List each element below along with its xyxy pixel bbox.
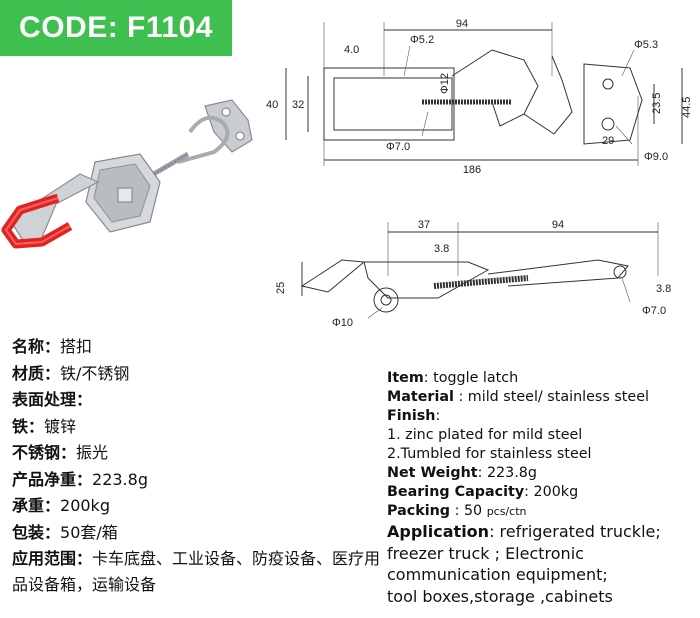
cn-material-value: 铁/不锈钢 — [60, 363, 130, 383]
english-spec-block: Item: toggle latch Material : mild steel… — [387, 369, 697, 607]
cn-name-row: 名称：搭扣 — [12, 334, 382, 361]
en-finish-colon: : — [435, 408, 441, 424]
dim-4-0: 4.0 — [344, 44, 359, 56]
dim-25: 25 — [275, 282, 287, 294]
en-app-line-4: tool boxes,storage ,cabinets — [387, 586, 613, 606]
en-app-label: Application — [387, 522, 490, 541]
product-code-badge: CODE: F1104 — [0, 0, 232, 56]
dim-phi-5-2: Φ5.2 — [410, 34, 434, 46]
cn-app-row: 应用范围：卡车底盘、工业设备、防疫设备、医疗用品设备箱，运输设备 — [12, 546, 382, 598]
dim-phi-7-0-side: Φ7.0 — [642, 305, 666, 317]
cn-bearing-row: 承重：200kg — [12, 493, 382, 520]
cn-bearing-label: 承重： — [12, 496, 61, 515]
cn-material-row: 材质：铁/不锈钢 — [12, 361, 382, 388]
en-weight-label: Net Weight — [387, 465, 478, 481]
dim-phi-10: Φ10 — [332, 317, 353, 329]
en-weight-value: : 223.8g — [477, 465, 537, 481]
cn-weight-label: 产品净重： — [12, 469, 93, 489]
cn-name-label: 名称： — [12, 337, 61, 356]
en-app-line-2: freezer truck ; Electronic — [387, 543, 584, 563]
en-packing-unit: pcs/ctn — [486, 505, 527, 518]
en-material-label: Material — [387, 389, 454, 405]
cn-material-label: 材质： — [12, 363, 61, 383]
cn-app-value: 卡车底盘、工业设备、防疫设备、医疗用品设备箱，运输设备 — [12, 549, 381, 594]
product-photo — [1, 99, 253, 249]
en-app-row: Application: refrigerated truckle; — [387, 521, 697, 543]
en-material-value: : mild steel/ stainless steel — [453, 389, 649, 405]
side-view-drawing: 37 94 3.8 25 3.8 Φ10 Φ7.0 — [275, 219, 671, 329]
cn-name-value: 搭扣 — [60, 337, 93, 356]
cn-ss-row: 不锈钢：振光 — [12, 440, 382, 467]
en-finish-label: Finish — [387, 408, 436, 424]
dim-37: 37 — [418, 219, 430, 231]
dim-phi-9-0: Φ9.0 — [644, 151, 668, 163]
en-finish-2: 2.Tumbled for stainless steel — [387, 446, 592, 462]
cn-ss-label: 不锈钢： — [12, 443, 77, 462]
dim-186: 186 — [463, 164, 481, 176]
en-packing-label: Packing — [387, 503, 451, 519]
dim-phi-5-3: Φ5.3 — [634, 39, 658, 51]
en-packing-value: : 50 — [450, 503, 487, 519]
en-item-label: Item — [387, 370, 424, 386]
top-view-drawing: 94 4.0 Φ5.2 Φ5.3 40 32 Φ12 23.5 44.5 29 … — [266, 18, 693, 176]
cn-packing-value: 50套/箱 — [60, 522, 118, 542]
en-bearing-row: Bearing Capacity: 200kg — [387, 483, 697, 502]
dim-3-8-a: 3.8 — [434, 243, 449, 255]
en-finish-1: 1. zinc plated for mild steel — [387, 427, 583, 443]
cn-surface-label: 表面处理： — [12, 390, 93, 409]
cn-packing-label: 包装： — [12, 522, 61, 542]
dim-44-5: 44.5 — [681, 97, 693, 118]
cn-weight-value: 223.8g — [92, 469, 148, 489]
en-packing-row: Packing : 50 pcs/ctn — [387, 502, 697, 521]
dim-29: 29 — [602, 135, 614, 147]
cn-iron-row: 铁：镀锌 — [12, 414, 382, 441]
en-app-line-3: communication equipment; — [387, 565, 608, 584]
dim-23-5: 23.5 — [651, 93, 663, 114]
dim-94-top: 94 — [456, 18, 468, 30]
cn-ss-value: 振光 — [76, 443, 109, 462]
cn-weight-row: 产品净重：223.8g — [12, 467, 382, 494]
dim-94-side: 94 — [552, 219, 564, 231]
en-item-row: Item: toggle latch — [387, 369, 697, 388]
en-bearing-value: : 200kg — [524, 484, 579, 500]
en-bearing-label: Bearing Capacity — [387, 484, 525, 500]
cn-iron-value: 镀锌 — [44, 416, 77, 436]
dim-phi-12: Φ12 — [439, 73, 451, 94]
cn-iron-label: 铁： — [12, 416, 45, 436]
en-finish-row: Finish: — [387, 407, 697, 426]
dim-32: 32 — [292, 99, 304, 111]
en-material-row: Material : mild steel/ stainless steel — [387, 388, 697, 407]
cn-app-label: 应用范围： — [12, 549, 93, 568]
cn-bearing-value: 200kg — [60, 496, 110, 515]
en-item-value: : toggle latch — [423, 370, 519, 386]
en-app-value: : refrigerated truckle; — [489, 522, 661, 541]
dim-phi-7-0-top: Φ7.0 — [386, 141, 410, 153]
chinese-spec-block: 名称：搭扣 材质：铁/不锈钢 表面处理： 铁：镀锌 不锈钢：振光 产品净重：22… — [12, 334, 382, 598]
cn-packing-row: 包装：50套/箱 — [12, 520, 382, 547]
en-weight-row: Net Weight: 223.8g — [387, 464, 697, 483]
dim-40: 40 — [266, 99, 278, 111]
dim-3-8-b: 3.8 — [656, 283, 671, 295]
cn-surface-row: 表面处理： — [12, 387, 382, 414]
